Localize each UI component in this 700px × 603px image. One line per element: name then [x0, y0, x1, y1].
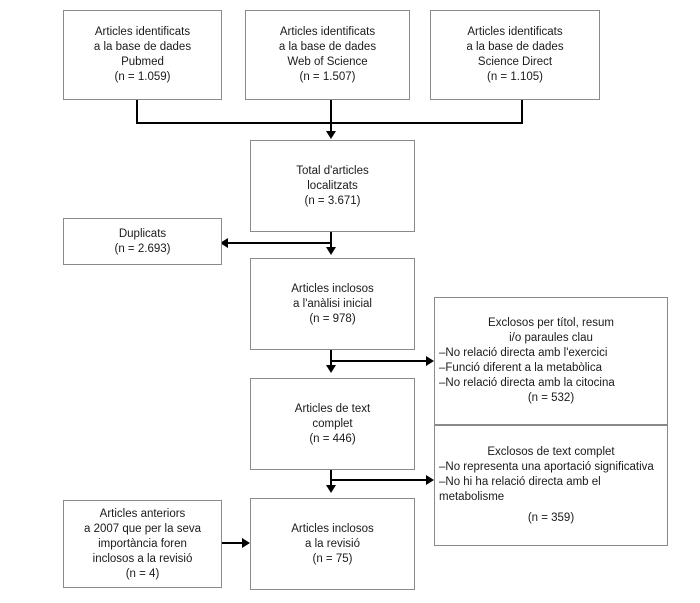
connector-sd-drop	[521, 100, 523, 124]
connector-pre2007-to-included	[222, 542, 243, 544]
source-box-pubmed: Articles identificats a la base de dades…	[63, 10, 222, 100]
pre2007-line-1: Articles anteriors	[99, 507, 186, 520]
exclusion-2-reason-1: –No representa una aportació significati…	[439, 461, 654, 473]
arrow-icon-to-duplicates	[220, 238, 228, 248]
total-line-2: localitzats	[307, 179, 358, 192]
pre2007-line-4: inclosos a la revisió	[92, 552, 193, 565]
pre2007-line-3: importància foren	[98, 537, 187, 550]
fulltext-line-1: Articles de text	[294, 402, 371, 415]
connector-fulltext-to-included	[330, 470, 332, 487]
source-pubmed-line-2: a la base de dades	[93, 41, 192, 53]
connector-sources-bus	[136, 122, 523, 124]
source-pubmed-line-1: Articles identificats	[94, 26, 191, 38]
source-sd-line-3: Science Direct	[477, 56, 553, 68]
duplicates-box: Duplicats (n = 2.693)	[63, 218, 222, 265]
included-count: (n = 75)	[312, 552, 353, 565]
arrow-icon-bus-to-total	[326, 131, 336, 139]
included-line-2: a la revisió	[305, 537, 360, 550]
exclusion-1-heading-line-2: i/o paraules clau	[509, 332, 593, 344]
connector-initial-to-fulltext	[330, 350, 332, 367]
exclusion-2-heading-line-1: Exclosos de text complet	[487, 446, 615, 458]
exclusion-1-reason-1: –No relació directa amb l'exercici	[439, 347, 608, 359]
pre2007-box: Articles anteriors a 2007 que per la sev…	[63, 500, 222, 588]
connector-fulltext-to-exclusion-2	[330, 479, 426, 481]
source-wos-line-3: Web of Science	[287, 56, 368, 68]
connector-total-to-initial	[330, 232, 332, 249]
source-box-web-of-science: Articles identificats a la base de dades…	[245, 10, 410, 100]
flow-box-initial-analysis: Articles inclosos a l'anàlisi inicial (n…	[250, 258, 415, 350]
source-sd-count: (n = 1.105)	[487, 71, 543, 83]
arrow-icon-to-exclusion-1	[426, 356, 434, 366]
arrow-icon-pre2007-to-included	[242, 538, 250, 548]
pre2007-count: (n = 4)	[125, 567, 160, 580]
fulltext-count: (n = 446)	[309, 432, 356, 445]
duplicates-label: Duplicats	[118, 227, 167, 240]
source-sd-line-2: a la base de dades	[466, 41, 564, 53]
fulltext-line-2: complet	[312, 417, 353, 430]
connector-total-to-duplicates	[228, 242, 331, 244]
exclusion-2-reason-2: –No hi ha relació directa amb el metabol…	[439, 476, 601, 503]
pre2007-line-2: a 2007 que per la seva	[83, 522, 201, 535]
initial-line-1: Articles inclosos	[291, 282, 374, 295]
arrow-icon-initial-to-fulltext	[326, 365, 336, 373]
exclusion-box-title-abstract-keywords: Exclosos per títol, resum i/o paraules c…	[434, 297, 668, 425]
exclusion-2-count: (n = 359)	[527, 512, 575, 524]
duplicates-count: (n = 2.693)	[114, 242, 171, 255]
connector-initial-to-exclusion-1	[330, 360, 426, 362]
initial-line-2: a l'anàlisi inicial	[293, 297, 372, 310]
source-sd-line-1: Articles identificats	[467, 26, 563, 38]
exclusion-1-reason-3: –No relació directa amb la citocina	[439, 377, 615, 389]
exclusion-1-reason-2: –Funció diferent a la metabòlica	[439, 362, 603, 374]
source-wos-line-2: a la base de dades	[278, 41, 377, 53]
source-pubmed-line-3: Pubmed	[121, 56, 164, 68]
source-wos-line-1: Articles identificats	[279, 26, 376, 38]
source-wos-count: (n = 1.507)	[299, 71, 356, 83]
total-line-1: Total d'articles	[296, 164, 369, 177]
total-count: (n = 3.671)	[304, 194, 361, 207]
arrow-icon-to-exclusion-2	[426, 475, 434, 485]
flow-box-total-localitzats: Total d'articles localitzats (n = 3.671)	[250, 140, 415, 232]
source-pubmed-count: (n = 1.059)	[114, 71, 171, 83]
flow-box-full-text: Articles de text complet (n = 446)	[250, 378, 415, 470]
initial-count: (n = 978)	[309, 312, 356, 325]
exclusion-box-full-text: Exclosos de text complet –No representa …	[434, 425, 668, 546]
connector-bus-to-total	[330, 122, 332, 134]
connector-wos-drop	[330, 100, 332, 124]
connector-pubmed-drop	[136, 100, 138, 124]
source-box-science-direct: Articles identificats a la base de dades…	[430, 10, 600, 100]
exclusion-1-heading-line-1: Exclosos per títol, resum	[488, 317, 614, 329]
arrow-icon-fulltext-to-included	[326, 485, 336, 493]
included-line-1: Articles inclosos	[291, 522, 374, 535]
exclusion-1-count: (n = 532)	[527, 392, 575, 404]
flow-box-included-in-review: Articles inclosos a la revisió (n = 75)	[250, 498, 415, 590]
arrow-icon-total-to-initial	[326, 247, 336, 255]
